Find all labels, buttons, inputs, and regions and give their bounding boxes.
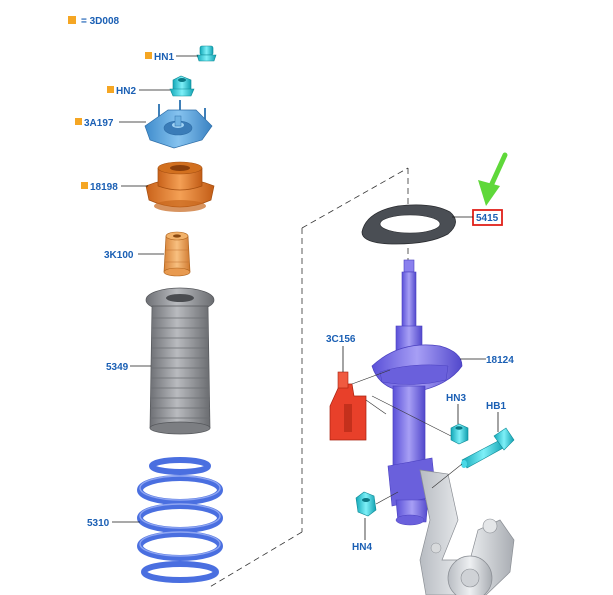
nut-hn3 bbox=[450, 423, 469, 445]
callout-3a197: 3A197 bbox=[84, 118, 114, 129]
bump-stop bbox=[163, 231, 191, 277]
highlight-box bbox=[472, 209, 503, 226]
nut-hn1 bbox=[196, 45, 217, 62]
callout-18198: 18198 bbox=[90, 182, 118, 193]
strut-top-mount bbox=[144, 100, 213, 149]
spring-insulator bbox=[361, 204, 456, 245]
nut-hn4 bbox=[355, 491, 377, 517]
nut-hn2 bbox=[169, 75, 195, 97]
callout-hn2: HN2 bbox=[116, 86, 136, 97]
callout-3c156: 3C156 bbox=[326, 334, 356, 345]
callout-hn3: HN3 bbox=[446, 393, 466, 404]
callout-hb1: HB1 bbox=[486, 401, 506, 412]
legend: = 3D008 bbox=[68, 16, 120, 27]
dust-boot bbox=[145, 287, 215, 435]
wheel-knuckle bbox=[419, 469, 515, 595]
legend-marker-icon bbox=[75, 118, 82, 125]
bracket-3c156 bbox=[329, 371, 367, 441]
callout-3k100: 3K100 bbox=[104, 250, 134, 261]
legend-marker-icon bbox=[107, 86, 114, 93]
legend-marker-icon bbox=[145, 52, 152, 59]
coil-spring bbox=[137, 457, 223, 583]
legend-text: = 3D008 bbox=[81, 16, 120, 27]
strut-bearing bbox=[145, 161, 215, 212]
arrow-icon bbox=[478, 152, 508, 206]
callout-hn1: HN1 bbox=[154, 52, 174, 63]
callout-18124: 18124 bbox=[486, 355, 514, 366]
callout-5415: 5415 bbox=[476, 213, 499, 224]
legend-marker-icon bbox=[68, 16, 76, 24]
callout-5310: 5310 bbox=[87, 518, 110, 529]
bolt-hb1 bbox=[461, 427, 515, 469]
coil-spring-highlight bbox=[139, 475, 221, 557]
legend-marker-icon bbox=[81, 182, 88, 189]
strut-spring-seat bbox=[371, 344, 463, 393]
strut-body bbox=[387, 385, 437, 526]
callout-5349: 5349 bbox=[106, 362, 129, 373]
callout-hn4: HN4 bbox=[352, 542, 372, 553]
